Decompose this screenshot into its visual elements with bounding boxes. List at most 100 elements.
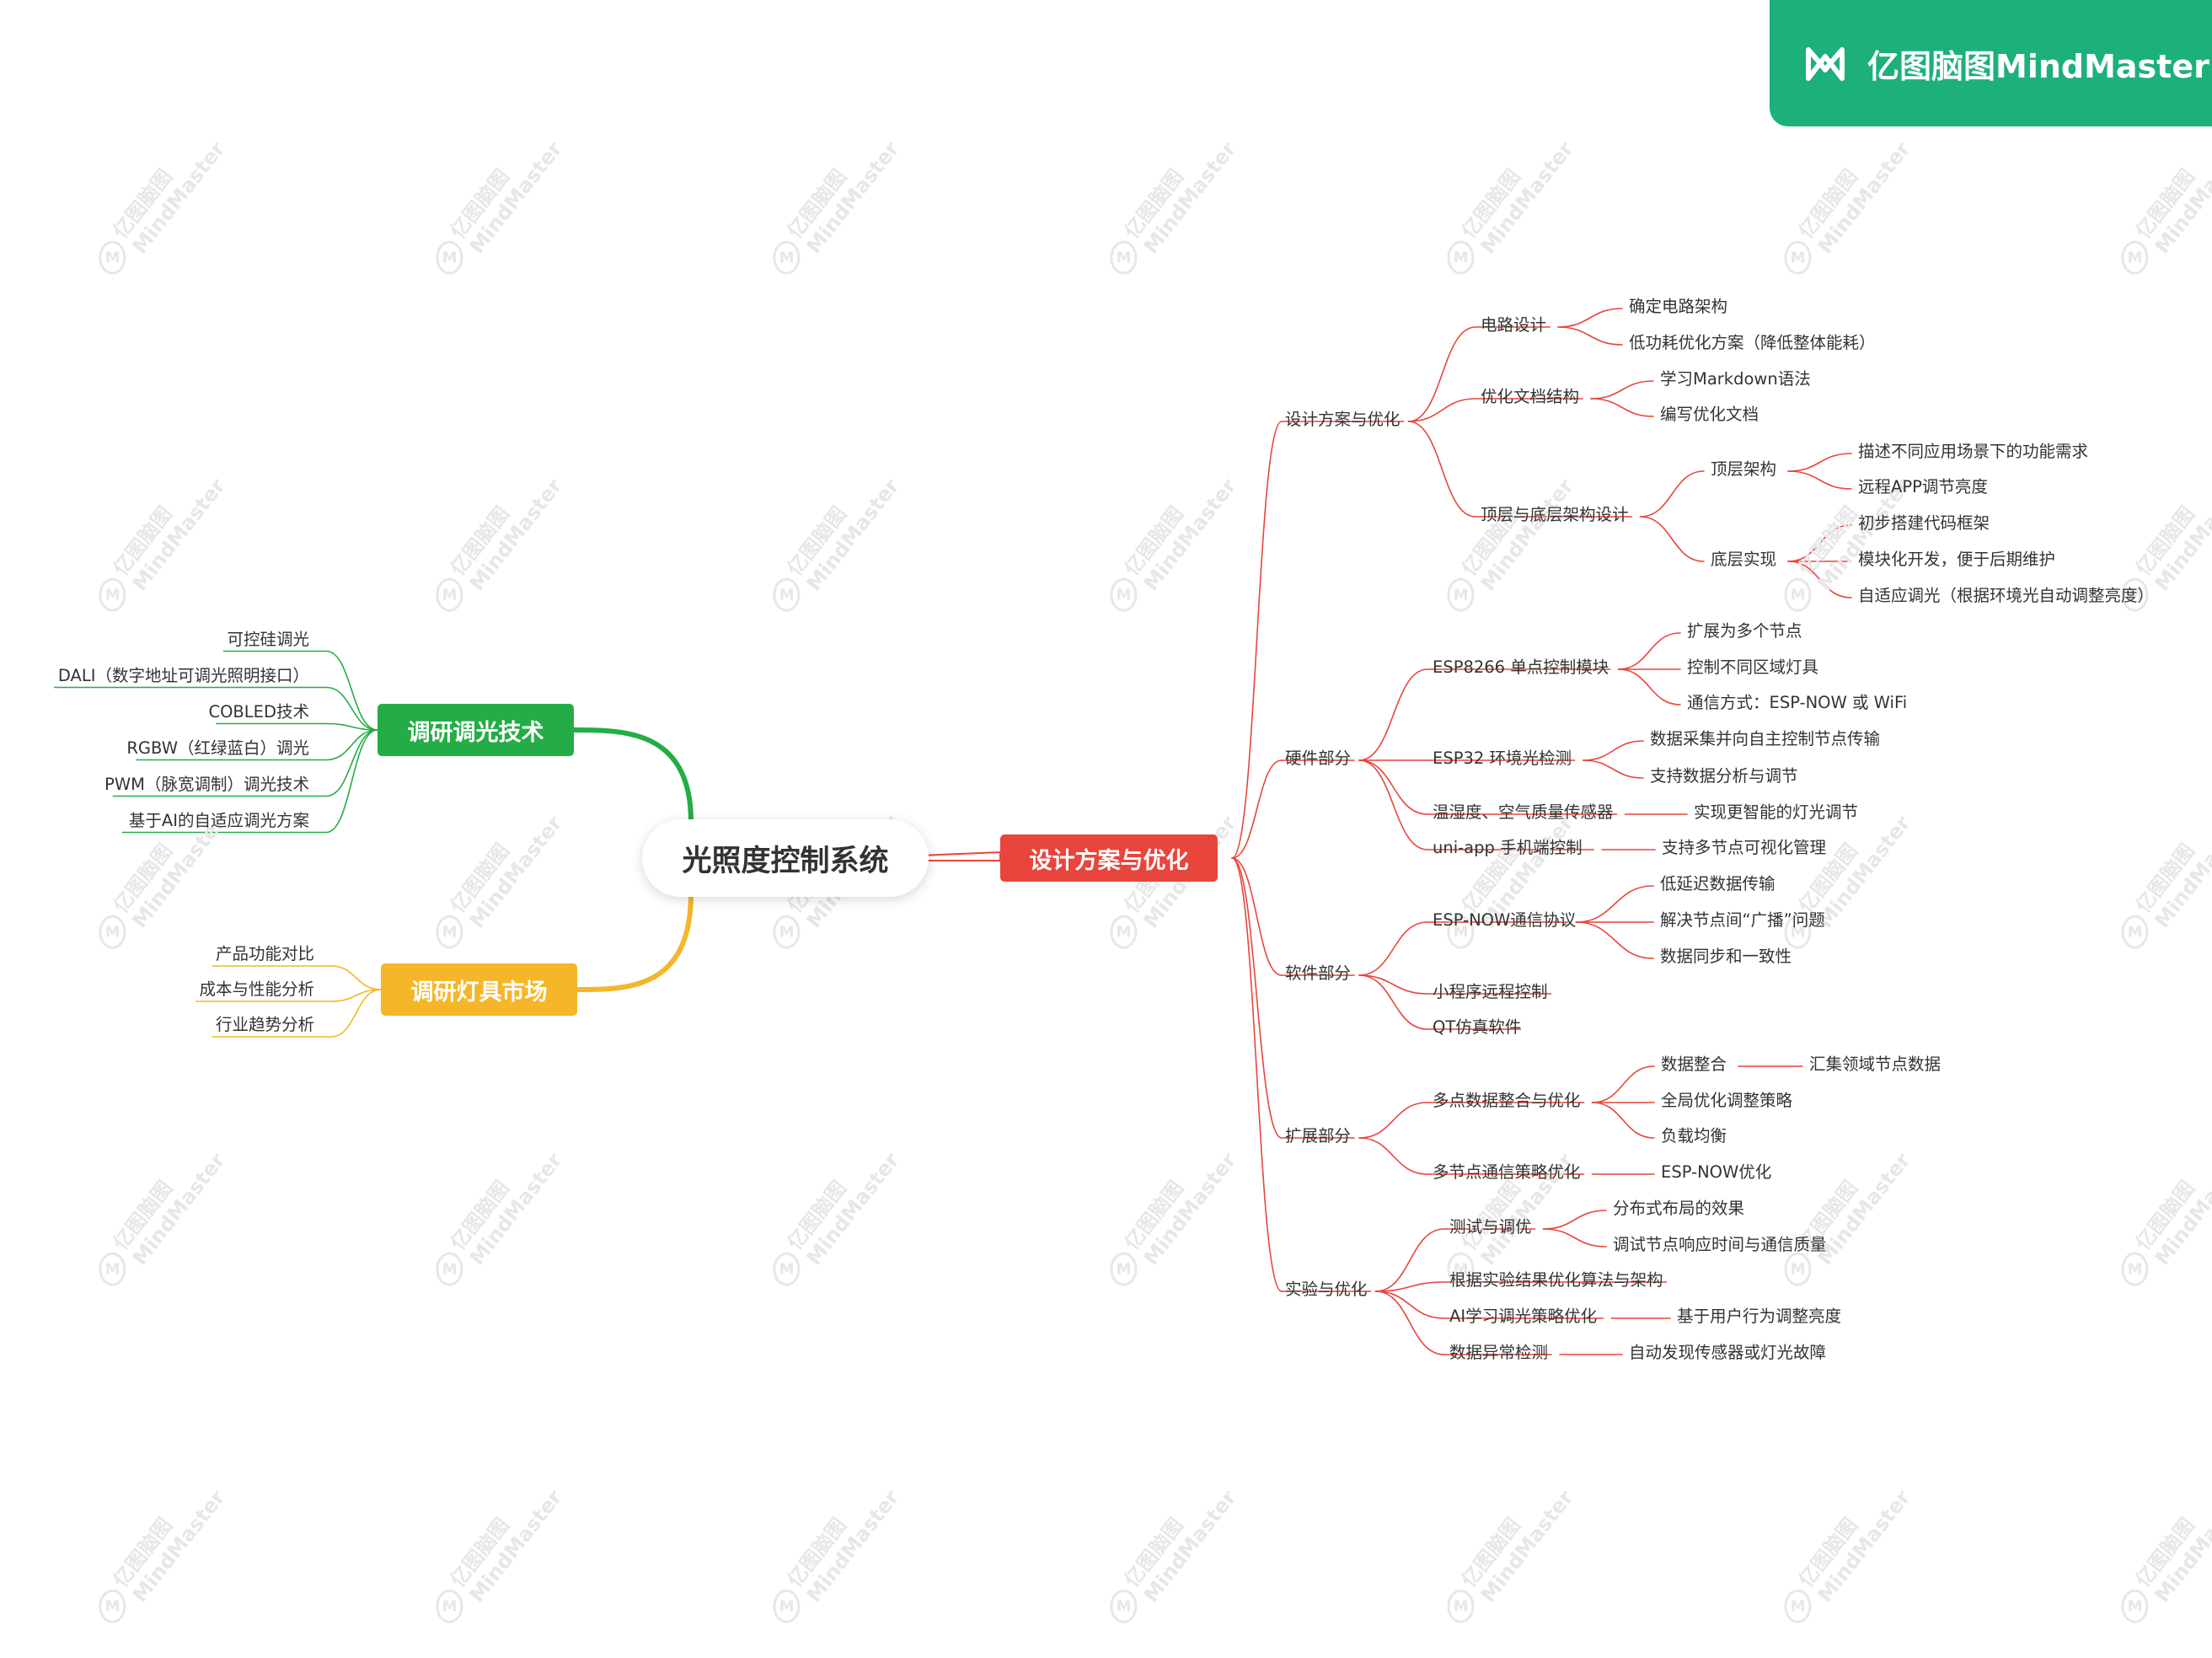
connector-line: [1591, 1102, 1655, 1139]
connector-line: [1582, 759, 1644, 779]
left-subtopic[interactable]: 可控硅调光: [227, 629, 309, 649]
level3-topic[interactable]: 基于用户行为调整亮度: [1677, 1307, 1842, 1326]
level3-topic[interactable]: 负载均衡: [1661, 1126, 1727, 1146]
main-topic-design[interactable]: 设计方案与优化: [1000, 834, 1218, 882]
brand-banner[interactable]: 亿图脑图MindMaster: [1770, 0, 2212, 126]
level2-topic[interactable]: 电路设计: [1481, 315, 1547, 335]
left-subtopic[interactable]: COBLED技术: [208, 701, 309, 722]
level3-topic[interactable]: 支持多节点可视化管理: [1662, 838, 1827, 857]
connector-line: [1358, 759, 1428, 815]
level3-topic[interactable]: 调试节点响应时间与通信质量: [1613, 1235, 1827, 1254]
level2-topic[interactable]: 顶层与底层架构设计: [1481, 505, 1629, 524]
level1-topic[interactable]: 软件部分: [1285, 963, 1352, 983]
connector-line: [1231, 759, 1283, 859]
left-subtopic[interactable]: 基于AI的自适应调光方案: [128, 810, 309, 830]
connector-line: [1639, 470, 1705, 518]
level2-topic[interactable]: 优化文档结构: [1481, 387, 1580, 406]
connector-line: [571, 727, 694, 824]
connector-line: [575, 891, 694, 992]
level4-topic[interactable]: 远程APP调节亮度: [1858, 477, 1988, 496]
mindmaster-logo-icon: [1806, 47, 1845, 81]
connector-line: [1374, 1228, 1445, 1292]
left-subtopic[interactable]: PWM（脉宽调制）调光技术: [104, 774, 309, 794]
connector-line: [1358, 1137, 1428, 1175]
level2-topic[interactable]: ESP-NOW通信协议: [1433, 910, 1577, 930]
level4-topic[interactable]: 描述不同应用场景下的功能需求: [1858, 442, 2089, 461]
central-topic[interactable]: 光照度控制系统: [642, 819, 929, 897]
connector-line: [1231, 857, 1283, 1292]
level3-topic[interactable]: 分布式布局的效果: [1613, 1199, 1745, 1218]
level2-topic[interactable]: 多节点通信策略优化: [1433, 1162, 1581, 1182]
connector-line: [325, 729, 378, 834]
level3-topic[interactable]: 全局优化调整策略: [1661, 1091, 1793, 1110]
level3-topic[interactable]: ESP-NOW优化: [1661, 1162, 1772, 1182]
level3-topic[interactable]: 低功耗优化方案（降低整体能耗）: [1629, 333, 1876, 352]
level4-topic[interactable]: 自适应调光（根据环境光自动调整亮度）: [1858, 586, 2155, 605]
level2-topic[interactable]: 温湿度、空气质量传感器: [1433, 802, 1614, 822]
level3-topic[interactable]: 数据整合: [1661, 1054, 1727, 1074]
level3-topic[interactable]: 底层实现: [1711, 550, 1777, 569]
level2-topic[interactable]: QT仿真软件: [1433, 1017, 1522, 1037]
connector-line: [1407, 421, 1476, 518]
level2-topic[interactable]: ESP32 环境光检测: [1433, 749, 1572, 768]
level3-topic[interactable]: 解决节点间“广播”问题: [1660, 910, 1825, 930]
level2-topic[interactable]: 小程序远程控制: [1433, 982, 1548, 1001]
level1-topic[interactable]: 扩展部分: [1285, 1126, 1352, 1146]
connector-line: [325, 650, 378, 731]
left-subtopic[interactable]: DALI（数字地址可调光照明接口）: [57, 665, 309, 685]
connector-line: [919, 850, 1001, 861]
connector-line: [1542, 1228, 1607, 1248]
connector-line: [1575, 885, 1654, 923]
connector-line: [330, 989, 382, 1002]
level1-topic[interactable]: 硬件部分: [1285, 749, 1352, 768]
level3-topic[interactable]: 数据采集并向自主控制节点传输: [1650, 729, 1881, 749]
connector-line: [1639, 516, 1705, 562]
level3-topic[interactable]: 顶层架构: [1711, 459, 1777, 479]
level2-topic[interactable]: ESP8266 单点控制模块: [1433, 657, 1609, 677]
connector-line: [325, 729, 378, 761]
left-subtopic[interactable]: 产品功能对比: [215, 944, 314, 963]
level3-topic[interactable]: 低延迟数据传输: [1660, 874, 1775, 893]
level4-topic[interactable]: 初步搭建代码框架: [1858, 513, 1990, 533]
connector-line: [1590, 398, 1654, 417]
level3-topic[interactable]: 自动发现传感器或灯光故障: [1629, 1343, 1827, 1362]
left-subtopic[interactable]: RGBW（红绿蓝白）调光: [126, 738, 309, 758]
level3-topic[interactable]: 通信方式：ESP-NOW 或 WiFi: [1687, 693, 1908, 712]
connector-line: [1557, 308, 1623, 328]
connector-line: [1358, 974, 1428, 1030]
level2-topic[interactable]: 根据实验结果优化算法与架构: [1449, 1270, 1663, 1290]
connector-line: [1374, 1281, 1445, 1292]
level3-topic[interactable]: 控制不同区域灯具: [1687, 657, 1819, 677]
level2-topic[interactable]: 数据异常检测: [1449, 1343, 1549, 1362]
level2-topic[interactable]: uni-app 手机端控制: [1433, 838, 1583, 857]
level3-topic[interactable]: 编写优化文档: [1660, 405, 1759, 424]
connector-line: [1590, 380, 1654, 400]
connector-line: [1575, 921, 1654, 959]
level3-topic[interactable]: 确定电路架构: [1629, 297, 1728, 316]
level2-topic[interactable]: AI学习调光策略优化: [1449, 1307, 1598, 1326]
main-topic-lamp-market[interactable]: 调研灯具市场: [381, 963, 577, 1016]
level1-topic[interactable]: 实验与优化: [1285, 1280, 1368, 1299]
left-subtopic[interactable]: 行业趋势分析: [215, 1015, 314, 1034]
level2-topic[interactable]: 多点数据整合与优化: [1433, 1091, 1581, 1110]
connector-line: [1231, 857, 1283, 976]
left-subtopic[interactable]: 成本与性能分析: [199, 979, 314, 999]
level3-topic[interactable]: 数据同步和一致性: [1660, 947, 1792, 966]
connector-line: [1374, 1290, 1445, 1319]
level3-topic[interactable]: 扩展为多个节点: [1687, 621, 1802, 641]
connector-line: [1358, 759, 1428, 850]
level1-topic[interactable]: 设计方案与优化: [1285, 410, 1401, 429]
level4-topic[interactable]: 汇集领域节点数据: [1809, 1054, 1942, 1074]
connector-line: [330, 989, 382, 1038]
connector-line: [325, 686, 378, 731]
connector-line: [1787, 453, 1852, 472]
level2-topic[interactable]: 测试与调优: [1449, 1217, 1532, 1237]
connector-line: [1617, 632, 1681, 670]
level3-topic[interactable]: 学习Markdown语法: [1660, 369, 1811, 389]
level3-topic[interactable]: 实现更智能的灯光调节: [1694, 802, 1859, 822]
level3-topic[interactable]: 支持数据分析与调节: [1650, 766, 1798, 786]
connector-line: [1591, 1065, 1655, 1103]
level4-topic[interactable]: 模块化开发，便于后期维护: [1858, 550, 2056, 569]
main-topic-dimming-research[interactable]: 调研调光技术: [378, 704, 574, 756]
